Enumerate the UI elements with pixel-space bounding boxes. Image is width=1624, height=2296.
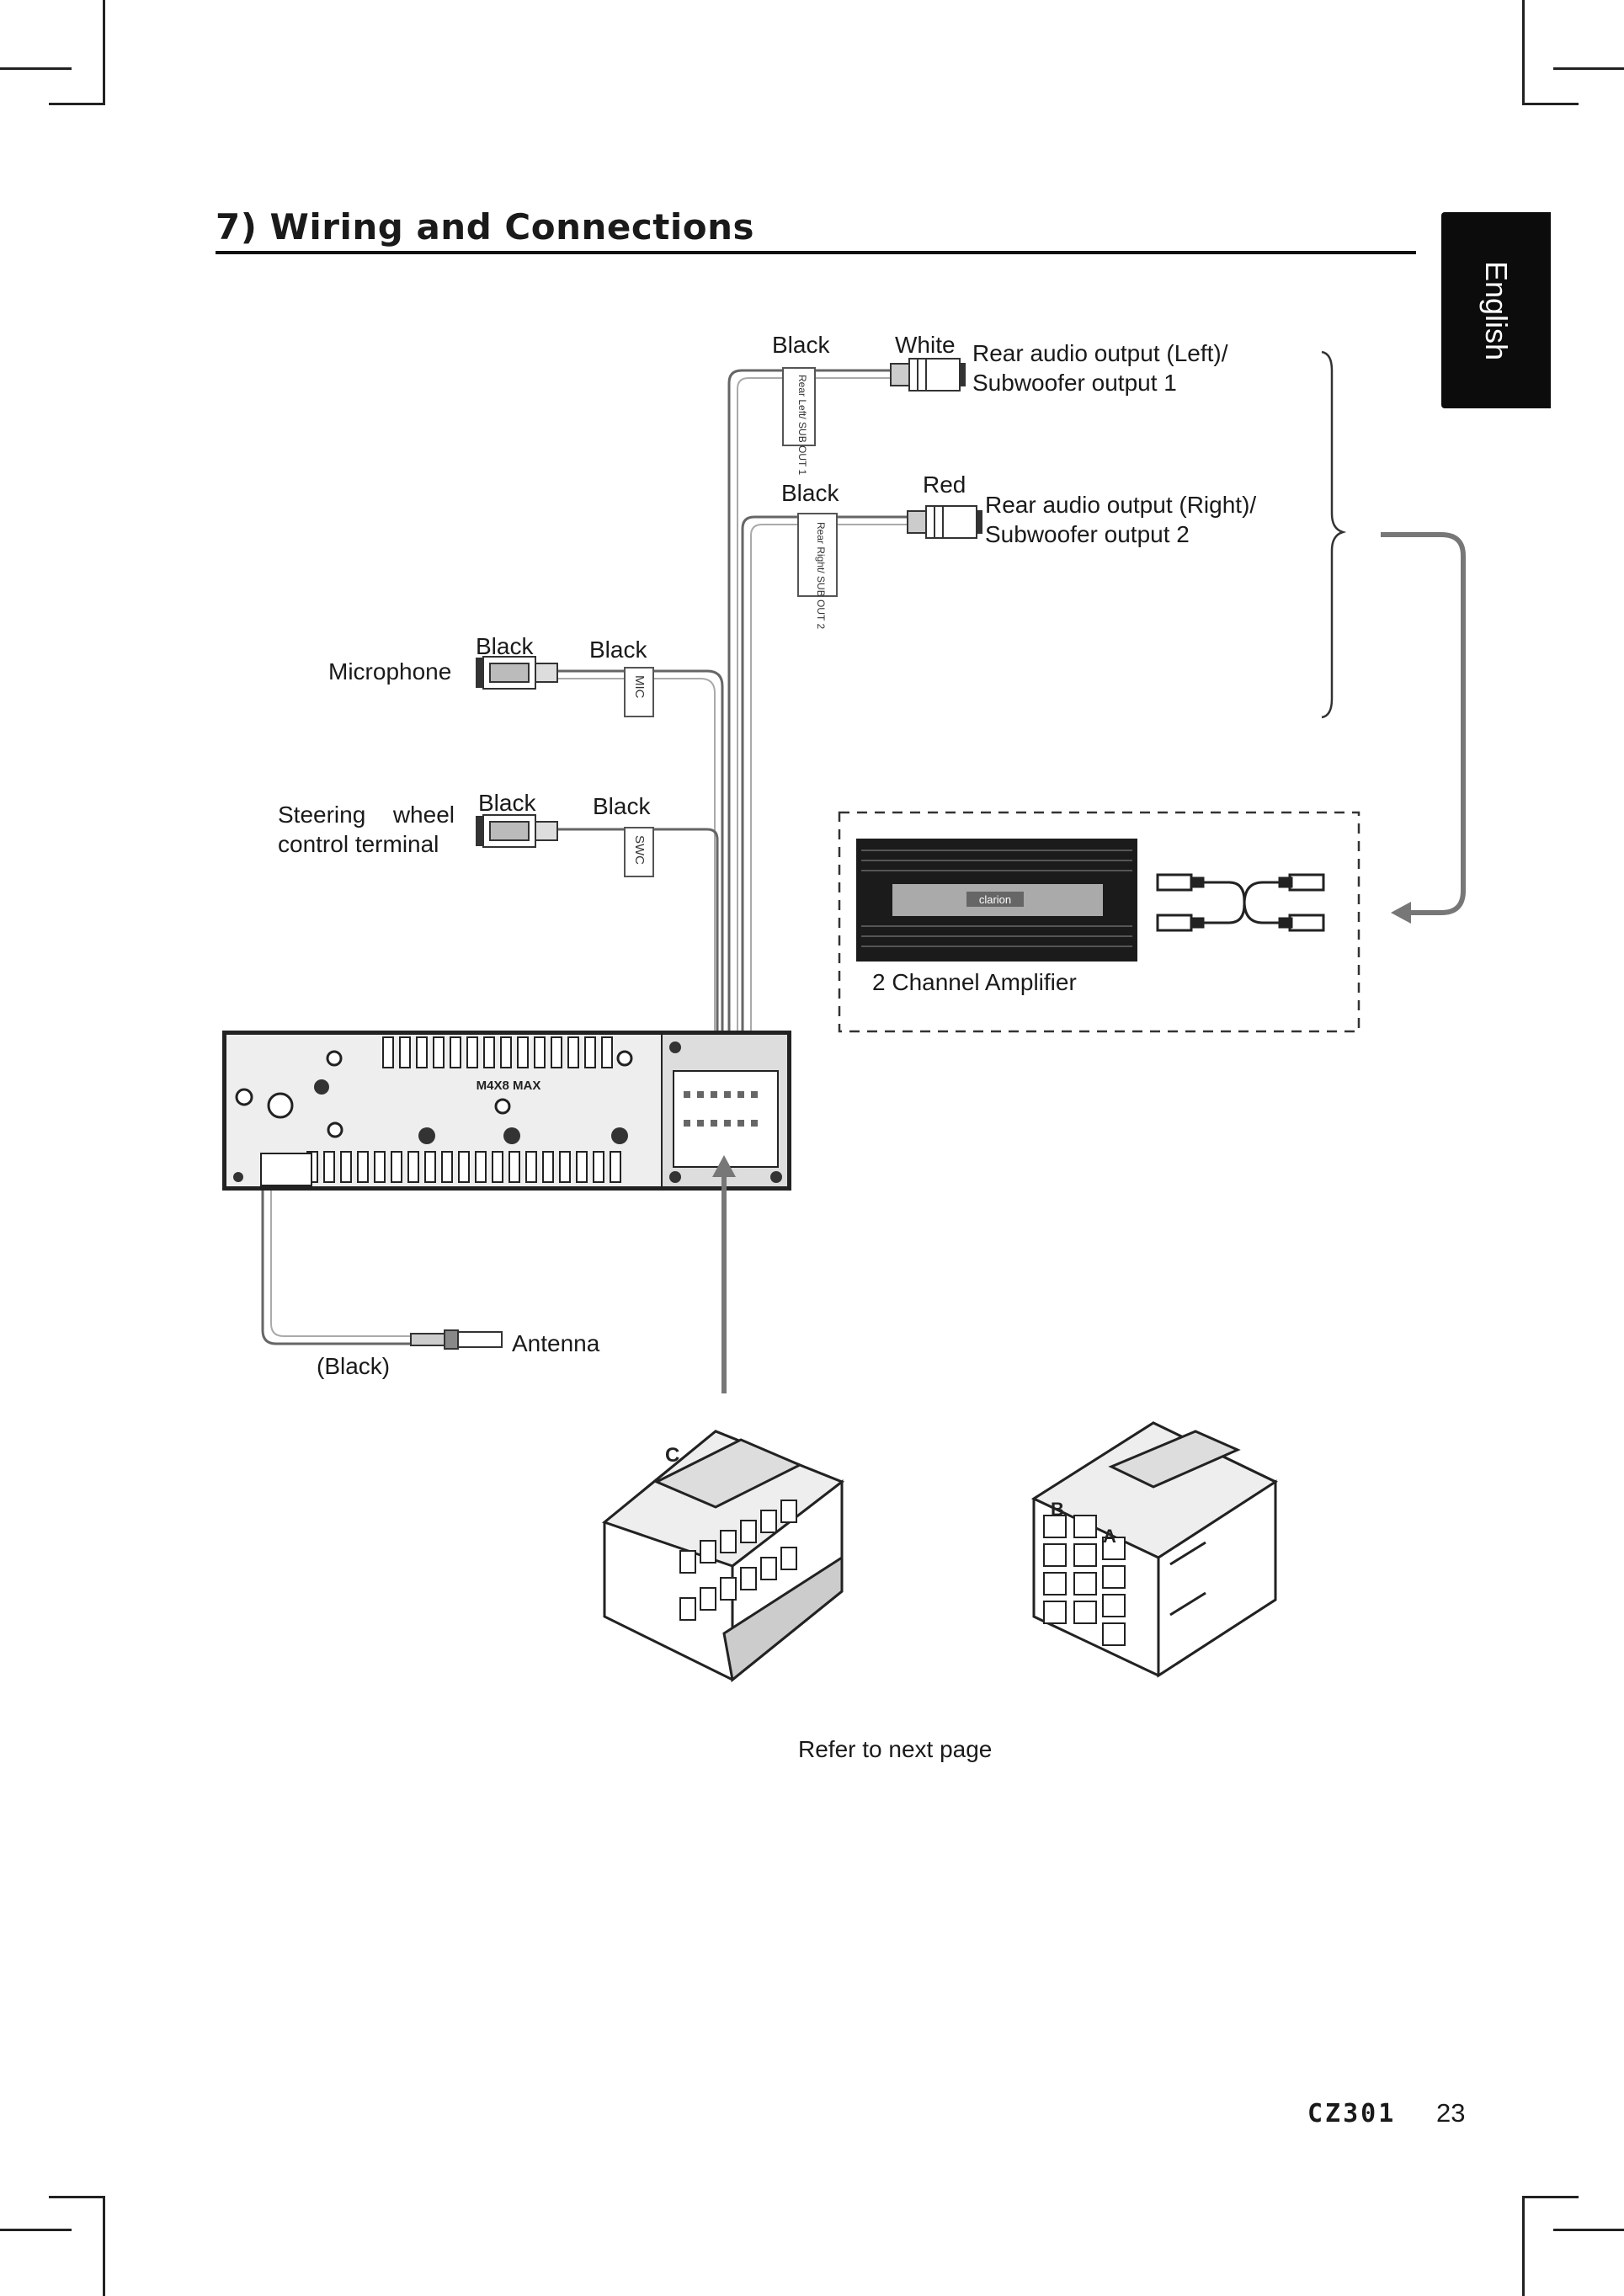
rear-left-output-label: Rear audio output (Left)/ Subwoofer outp… <box>972 340 1228 396</box>
crop-mark-top-right-h2 <box>1522 103 1579 105</box>
rear-right-cable-color: Black <box>781 480 839 506</box>
crop-mark-bottom-right-v <box>1522 2196 1525 2296</box>
amplifier-label: 2 Channel Amplifier <box>872 969 1077 995</box>
amplifier-dashed-box <box>838 811 1360 1033</box>
language-tab: English <box>1441 212 1551 408</box>
crop-mark-bottom-right-h <box>1553 2229 1624 2231</box>
crop-mark-top-left-h2 <box>49 103 105 105</box>
cable-tag-rear-left: Rear Left/ SUB OUT 1 <box>782 367 816 475</box>
amplifier-illustration: clarion <box>856 839 1137 962</box>
output-brace <box>1321 350 1347 719</box>
rear-right-output-label: Rear audio output (Right)/ Subwoofer out… <box>985 492 1257 547</box>
head-unit-illustration: M4X8 MAX <box>222 1031 791 1191</box>
cable-tag-rear-right: Rear Right/ SUB OUT 2 <box>797 513 838 629</box>
crop-mark-top-right-v <box>1522 0 1525 105</box>
amplifier-arrow <box>1381 532 1466 915</box>
antenna-cable-color: (Black) <box>317 1353 391 1379</box>
rear-left-cable-color: Black <box>772 332 830 358</box>
crop-mark-bottom-right-h2 <box>1522 2196 1579 2198</box>
connector-arrow-head <box>712 1155 736 1177</box>
cable-tag-rear-right-text: Rear Right/ SUB OUT 2 <box>815 522 827 629</box>
crop-mark-top-right-h <box>1553 67 1624 70</box>
crop-mark-bottom-left-h <box>0 2229 72 2231</box>
connector-c-letter: C <box>665 1444 679 1467</box>
cable-tag-swc-text: SWC <box>632 835 647 865</box>
title-rule <box>216 251 1416 254</box>
steering-plug-color: Black <box>478 790 536 816</box>
crop-mark-top-left-h <box>0 67 72 70</box>
page-number: 23 <box>1436 2098 1466 2128</box>
connector-ab-illustration <box>1030 1421 1279 1678</box>
antenna-plug <box>410 1329 503 1350</box>
amplifier-rca-leads <box>1156 873 1325 932</box>
steering-cable-color: Black <box>593 793 651 819</box>
microphone-plug-color: Black <box>476 633 534 659</box>
microphone-cable-color: Black <box>589 637 647 663</box>
microphone-label: Microphone <box>328 658 452 685</box>
cable-tag-rear-left-text: Rear Left/ SUB OUT 1 <box>796 375 808 475</box>
cable-tag-mic: MIC <box>624 667 654 717</box>
rear-left-plug-color: White <box>895 332 956 358</box>
connector-b-letter: B <box>1051 1499 1064 1520</box>
section-title: 7) Wiring and Connections <box>216 206 754 248</box>
rca-plug-swc <box>476 814 558 848</box>
rear-right-plug-color: Red <box>923 471 966 498</box>
rca-plug-rear-left <box>890 358 966 392</box>
antenna-label: Antenna <box>512 1330 600 1356</box>
cable-tag-mic-text: MIC <box>632 675 647 699</box>
footer-note: Refer to next page <box>798 1736 993 1762</box>
amplifier-arrow-head <box>1391 902 1411 924</box>
rca-plug-mic <box>476 656 558 690</box>
steering-control-label: Steering wheel control terminal <box>278 802 455 857</box>
crop-mark-top-left-v <box>103 0 105 105</box>
crop-mark-bottom-left-v <box>103 2196 105 2296</box>
connector-a-letter: A <box>1103 1526 1116 1547</box>
rca-plug-rear-right <box>907 505 982 539</box>
crop-mark-bottom-left-h2 <box>49 2196 105 2198</box>
model-name: CZ301 <box>1307 2099 1397 2128</box>
connector-c-illustration <box>601 1430 845 1683</box>
amplifier-brand: clarion <box>979 893 1011 906</box>
head-unit-screw-label: M4X8 MAX <box>477 1079 541 1093</box>
cable-tag-swc: SWC <box>624 827 654 877</box>
cable-bundle <box>261 369 909 1345</box>
